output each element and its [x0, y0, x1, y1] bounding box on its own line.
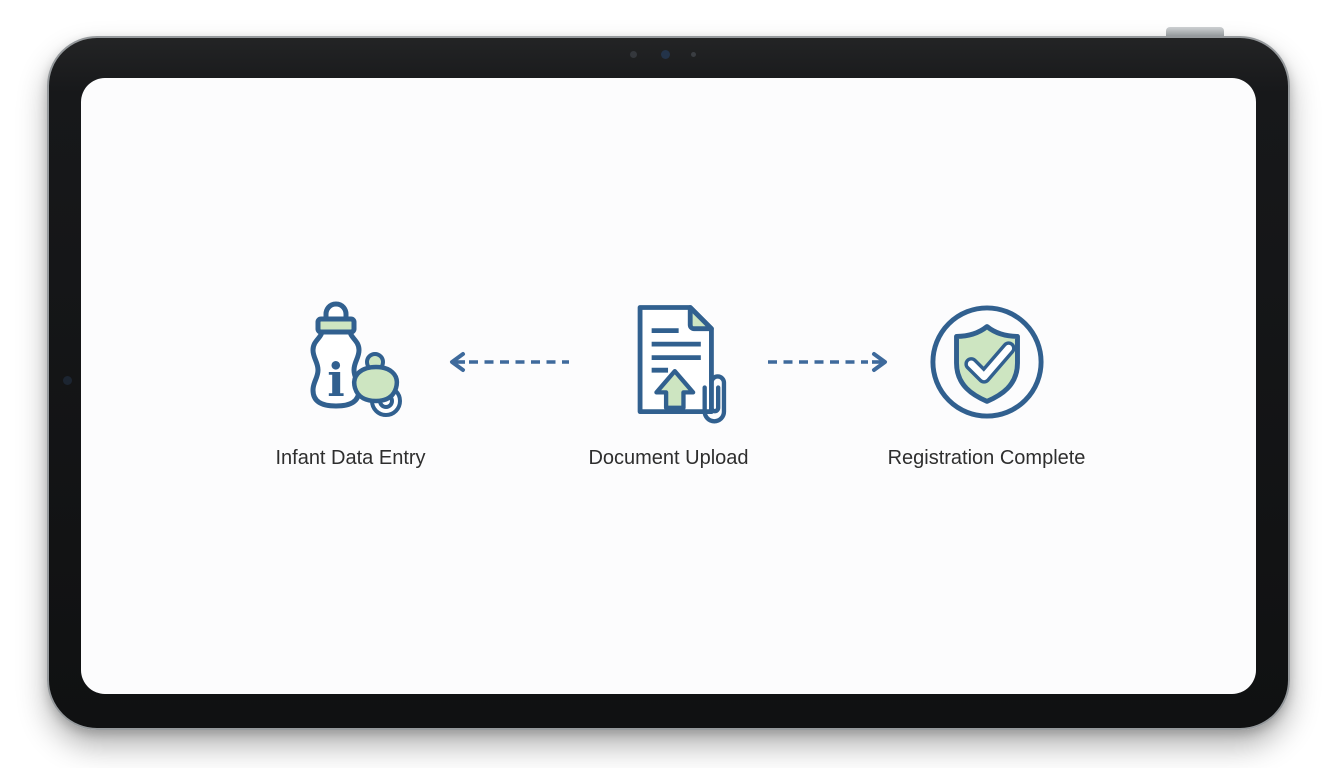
step-label: Document Upload [588, 447, 749, 469]
arrow-left-icon [450, 351, 569, 372]
front-sensor-icon [630, 51, 637, 58]
step-document-upload[interactable]: Document Upload [572, 294, 765, 470]
tablet-frame: i Infant Data Entry [47, 36, 1290, 730]
side-camera-icon [63, 376, 72, 385]
connector-right [765, 294, 890, 429]
process-flow: i Infant Data Entry [81, 294, 1256, 470]
baby-bottle-pacifier-icon: i [310, 301, 402, 417]
document-upload-icon [637, 305, 726, 424]
tablet-screen: i Infant Data Entry [81, 78, 1256, 694]
step-registration-complete[interactable]: Registration Complete [887, 294, 1086, 470]
icon-box [610, 294, 728, 429]
arrow-right-icon [768, 351, 887, 372]
front-sensor-icon [691, 52, 696, 57]
shield-check-icon [929, 304, 1044, 419]
step-label: Registration Complete [887, 447, 1086, 469]
front-camera-icon [661, 50, 670, 59]
svg-text:i: i [327, 353, 344, 407]
step-infant-data-entry[interactable]: i Infant Data Entry [254, 294, 447, 470]
connector-left [447, 294, 572, 429]
step-label: Infant Data Entry [275, 447, 426, 469]
icon-box [928, 294, 1046, 429]
icon-box: i [290, 294, 412, 429]
